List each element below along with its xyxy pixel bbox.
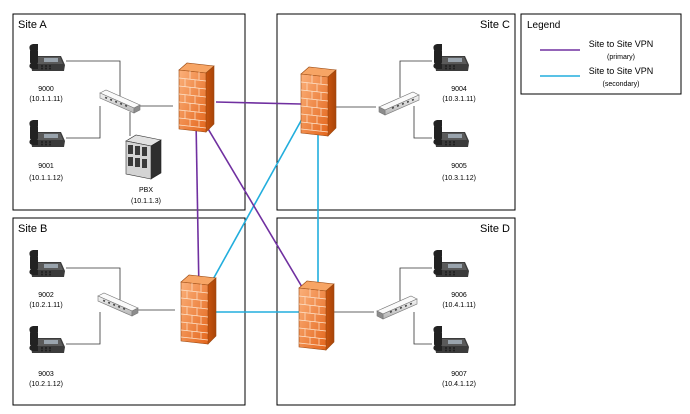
phone-extension: 9006 <box>451 292 467 299</box>
phone-extension: 9003 <box>38 371 54 378</box>
phone-ip: (10.3.1.12) <box>442 175 476 182</box>
site-b-title: Site B <box>18 223 47 235</box>
phone-extension: 9001 <box>38 163 54 170</box>
site-c-title: Site C <box>480 19 510 31</box>
phone-extension: 9000 <box>38 86 54 93</box>
phone-9007: 9007 (10.4.1.12) <box>433 326 476 388</box>
phone-9000: 9000 (10.1.1.11) <box>29 44 65 103</box>
vpn-primary-a-b <box>195 119 200 293</box>
site-a-title: Site A <box>18 19 47 31</box>
phone-9004: 9004 (10.3.1.11) <box>433 44 476 103</box>
vpn-secondary-c-b <box>205 109 308 293</box>
phone-ip: (10.4.1.12) <box>442 381 476 388</box>
phone-extension: 9004 <box>451 86 467 93</box>
firewall-icon <box>300 66 337 137</box>
phone-extension: 9005 <box>451 163 467 170</box>
phone-extension: 9002 <box>38 292 54 299</box>
phone-ip: (10.3.1.11) <box>442 96 475 103</box>
phone-ip: (10.1.1.11) <box>29 96 62 103</box>
phone-ip: (10.2.1.12) <box>29 381 63 388</box>
lan-cabling <box>66 60 432 345</box>
phone-9006: 9006 (10.4.1.11) <box>433 250 476 309</box>
phone-9001: 9001 (10.1.1.12) <box>29 120 65 182</box>
phone-extension: 9007 <box>451 371 467 378</box>
vpn-primary-a-d <box>203 121 306 293</box>
legend-secondary-label: Site to Site VPN <box>589 66 654 76</box>
pbx-name: PBX <box>139 187 153 194</box>
legend-primary-label: Site to Site VPN <box>589 39 654 49</box>
pbx-server-icon <box>125 134 162 180</box>
pbx-ip: (10.1.1.3) <box>131 198 161 205</box>
legend-title: Legend <box>527 20 560 31</box>
phone-9002: 9002 (10.2.1.11) <box>29 250 65 309</box>
firewall-icon <box>178 62 215 133</box>
site-d-title: Site D <box>480 223 510 235</box>
vpn-primary-a-c <box>215 101 302 105</box>
phone-ip: (10.4.1.11) <box>442 302 475 309</box>
phone-ip: (10.1.1.12) <box>29 175 63 182</box>
legend: Legend Site to Site VPN (primary) Site t… <box>520 13 682 95</box>
phone-9005: 9005 (10.3.1.12) <box>433 120 476 182</box>
phone-9003: 9003 (10.2.1.12) <box>29 326 65 388</box>
firewall-icon <box>298 280 335 351</box>
legend-primary-sub: (primary) <box>607 54 635 61</box>
firewall-icon <box>180 274 217 345</box>
phone-ip: (10.2.1.11) <box>29 302 62 309</box>
legend-secondary-sub: (secondary) <box>603 81 640 88</box>
